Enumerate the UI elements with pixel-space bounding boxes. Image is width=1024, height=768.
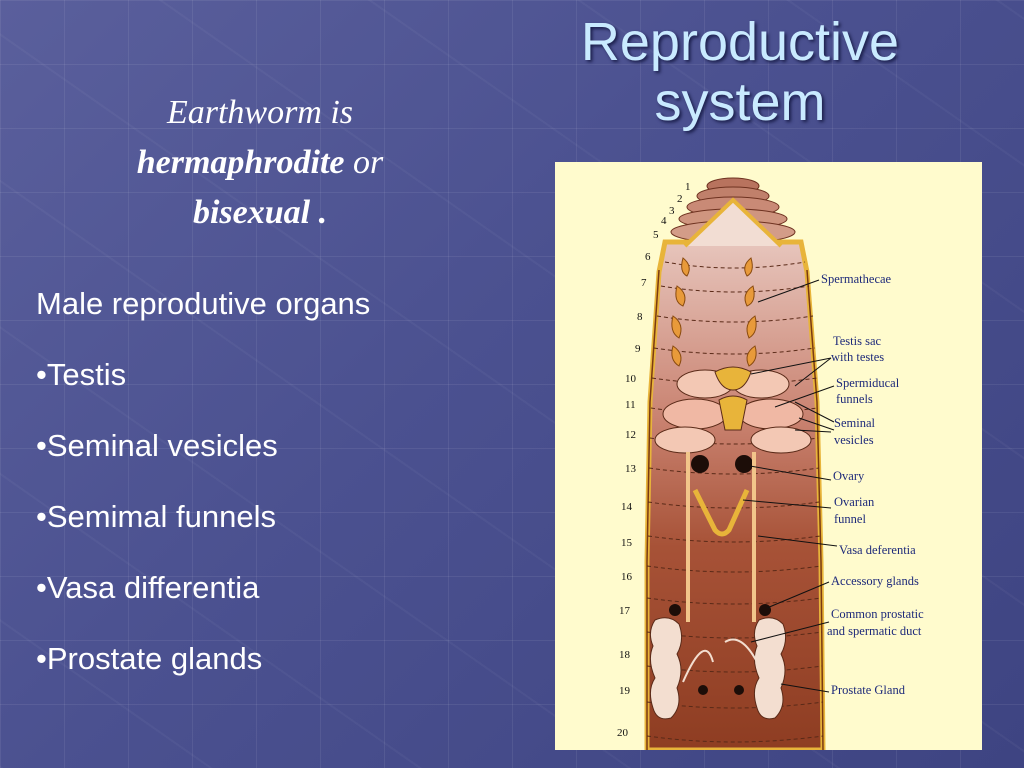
- segment-number: 7: [641, 277, 647, 289]
- prostomium: [683, 197, 783, 248]
- intro-text: Earthworm is hermaphrodite or bisexual .: [50, 88, 470, 238]
- organ-list: Male reprodutive organs •Testis •Seminal…: [36, 284, 506, 710]
- label-spermathecae: Spermathecae: [821, 272, 892, 286]
- segment-number: 17: [619, 605, 631, 617]
- segment-number: 18: [619, 649, 631, 661]
- label-accessory: Accessory glands: [831, 574, 919, 588]
- intro-word-4: bisexual: [192, 194, 311, 231]
- leader-lines: [742, 279, 838, 693]
- intro-word-2: hermaphrodite: [136, 144, 345, 181]
- segment-numbers: 1 2 3 4 5 6 7 8 9 10 11 12 13 14 15 16 1…: [617, 181, 691, 739]
- segment-number: 5: [653, 229, 659, 241]
- diagram-svg: 1 2 3 4 5 6 7 8 9 10 11 12 13 14 15 16 1…: [617, 177, 924, 750]
- list-item: •Prostate glands: [36, 641, 263, 676]
- earthworm-diagram: 1 2 3 4 5 6 7 8 9 10 11 12 13 14 15 16 1…: [555, 162, 982, 750]
- label-spermiducal-1: Spermiducal: [836, 376, 900, 390]
- diagram-labels: Spermathecae Testis sac with testes Sper…: [821, 272, 924, 697]
- slide-title: Reproductive system: [540, 12, 940, 132]
- label-seminal-2: vesicles: [834, 433, 874, 447]
- segment-number: 20: [617, 727, 629, 739]
- label-common-2: and spermatic duct: [827, 624, 922, 638]
- segment-number: 3: [669, 205, 675, 217]
- segment-number: 13: [625, 463, 637, 475]
- segment-number: 2: [677, 193, 683, 205]
- segment-number: 4: [661, 215, 667, 227]
- label-ovarian-2: funnel: [834, 512, 866, 526]
- common-ducts: [682, 638, 758, 683]
- intro-word-3: or: [353, 144, 384, 181]
- list-item: •Semimal funnels: [36, 499, 277, 534]
- list-item: •Testis: [36, 357, 127, 392]
- label-common-1: Common prostatic: [831, 607, 924, 621]
- title-line-2: system: [654, 72, 826, 132]
- segment-number: 14: [621, 501, 633, 513]
- list-item: Male reprodutive organs: [36, 286, 371, 321]
- list-item: •Seminal vesicles: [36, 428, 278, 463]
- vasa-deferentia: [686, 452, 756, 622]
- intro-word-1: Earthworm is: [166, 94, 354, 131]
- segment-number: 15: [621, 537, 633, 549]
- spermathecae-organs: [671, 257, 757, 367]
- label-vasa: Vasa deferentia: [839, 543, 916, 557]
- segment-number: 11: [625, 399, 636, 411]
- label-seminal-1: Seminal: [834, 416, 875, 430]
- title-line-1: Reproductive: [580, 12, 900, 72]
- segment-number: 12: [625, 429, 636, 441]
- label-testis-sac-1: Testis sac: [833, 334, 882, 348]
- body-outline: [646, 269, 824, 750]
- testis-sacs: [654, 366, 812, 454]
- label-spermiducal-2: funnels: [836, 392, 873, 406]
- intro-word-5: .: [318, 194, 328, 231]
- ovaries: [669, 455, 771, 695]
- segment-number: 1: [685, 181, 691, 193]
- label-ovarian-1: Ovarian: [834, 495, 875, 509]
- segment-number: 6: [645, 251, 651, 263]
- segment-number: 16: [621, 571, 633, 583]
- label-testis-sac-2: with testes: [831, 350, 884, 364]
- segment-number: 9: [635, 343, 641, 355]
- ovarian-funnel: [692, 488, 750, 537]
- segment-number: 10: [625, 373, 637, 385]
- segment-number: 19: [619, 685, 631, 697]
- segment-number: 8: [637, 311, 643, 323]
- list-item: •Vasa differentia: [36, 570, 260, 605]
- label-prostate: Prostate Gland: [831, 683, 906, 697]
- label-ovary: Ovary: [833, 469, 865, 483]
